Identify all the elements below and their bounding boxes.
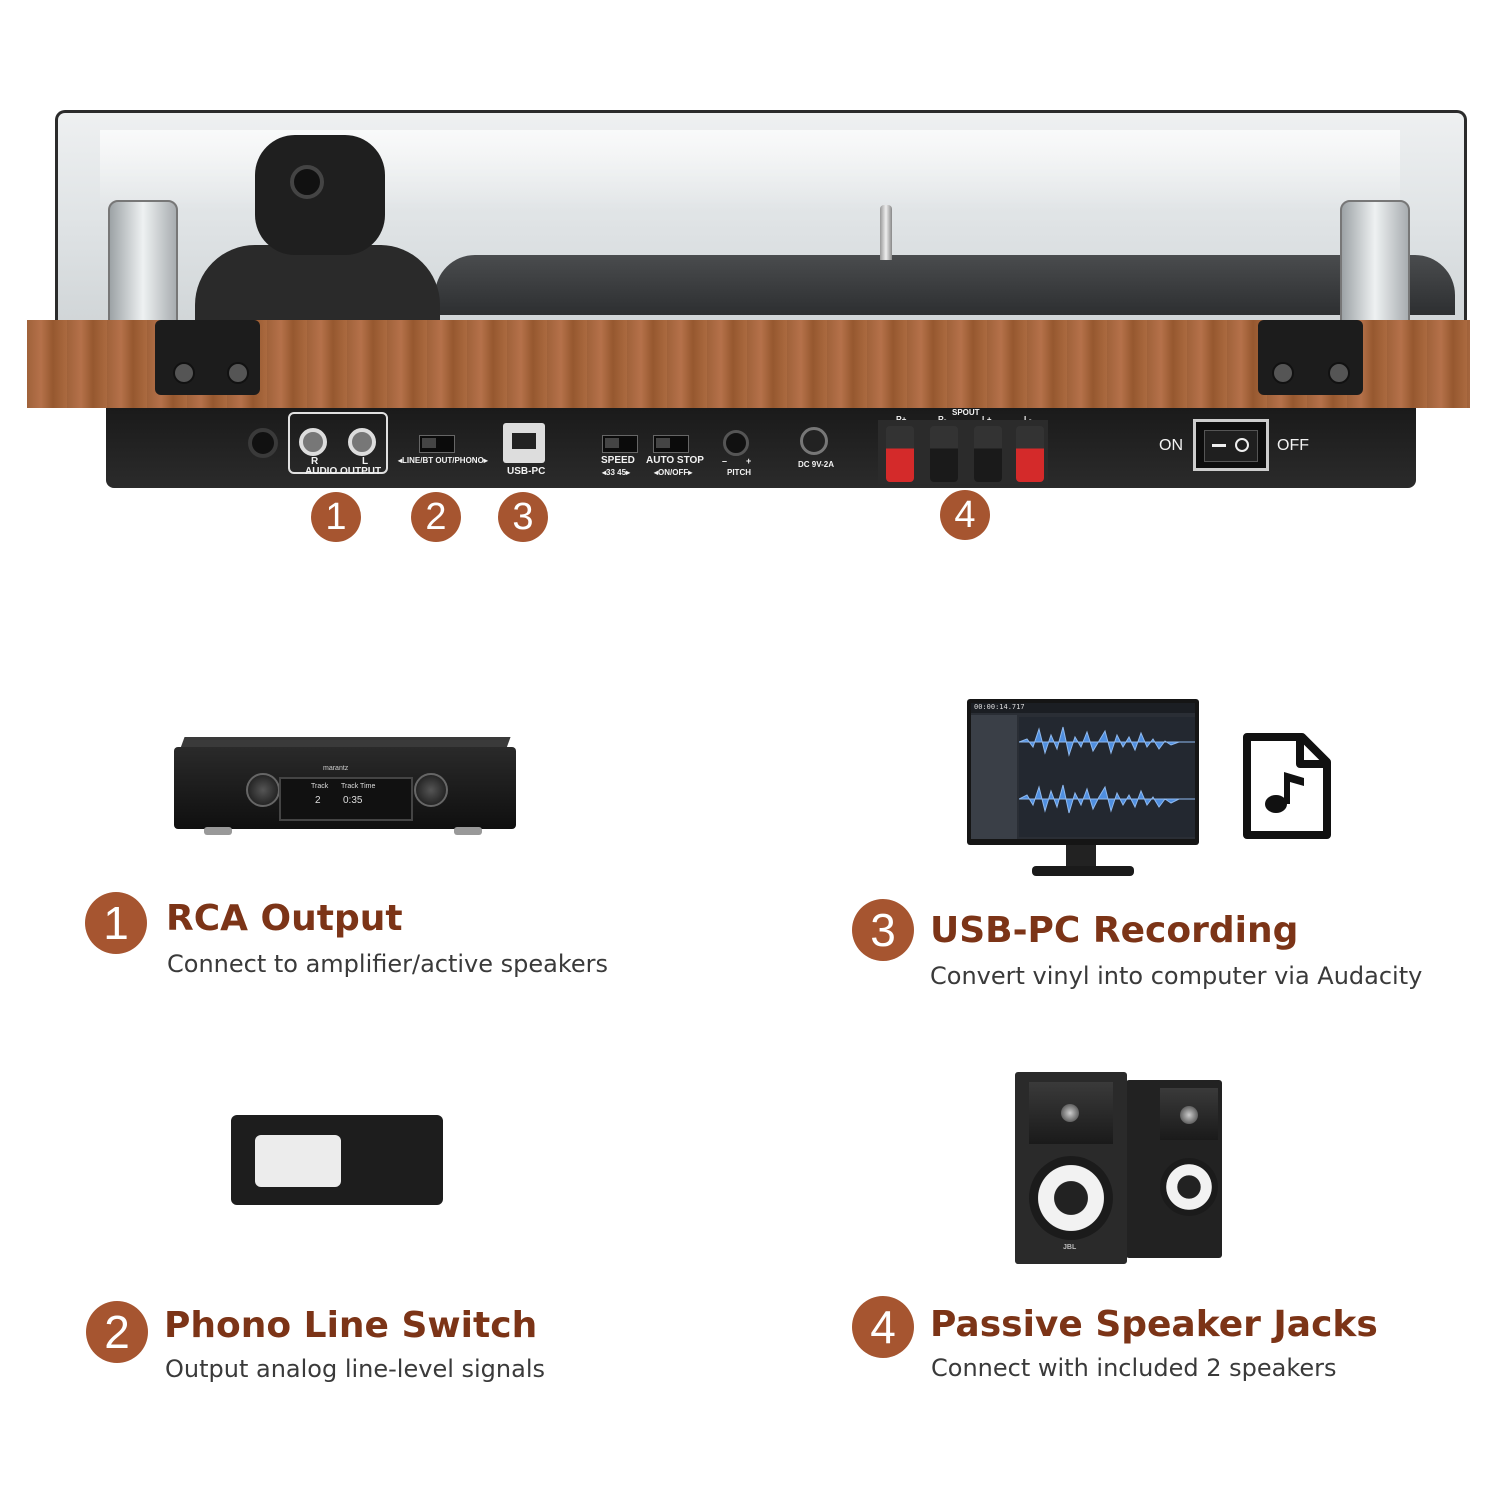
tonearm-base: [195, 245, 440, 325]
feature-4-description: Connect with included 2 speakers: [931, 1354, 1337, 1382]
audio-output-label: AUDIO OUTPUT: [305, 466, 382, 477]
screw-icon: [173, 362, 195, 384]
hinge-left: [155, 320, 260, 395]
editor-toolbar: [971, 703, 1195, 713]
rca-jack-right[interactable]: [299, 428, 327, 456]
feature-3-number: 3: [852, 899, 914, 961]
usb-pc-label: USB-PC: [507, 466, 546, 477]
computer-monitor-illustration: 00:00:14.717: [967, 699, 1199, 845]
speaker-tweeter: [1061, 1104, 1079, 1122]
callout-marker-3: 3: [498, 492, 548, 542]
terminal-r-minus[interactable]: [930, 426, 958, 482]
terminal-label-l-minus: L-: [1024, 415, 1032, 424]
headphone-jack[interactable]: [248, 428, 278, 458]
dc-input[interactable]: [800, 427, 828, 455]
monitor-stand-base: [1032, 866, 1134, 876]
auto-stop-switch[interactable]: [653, 435, 689, 453]
editor-timecode: 00:00:14.717: [974, 703, 1025, 711]
rca-label-l: L: [362, 456, 369, 467]
power-off-label: OFF: [1277, 437, 1309, 454]
amplifier-time-value: 0:35: [343, 795, 363, 806]
line-phono-label: ◂LINE/BT OUT/PHONO▸: [398, 456, 488, 465]
feature-1-description: Connect to amplifier/active speakers: [167, 950, 609, 978]
audio-output-group: [288, 412, 388, 474]
terminal-l-minus[interactable]: [1016, 426, 1044, 482]
dc-label: DC 9V-2A: [798, 460, 835, 469]
audio-editor-screen: 00:00:14.717: [971, 703, 1195, 839]
switch-slider: [255, 1135, 341, 1187]
amplifier-display: marantz Track 2 Track Time 0:35: [279, 765, 413, 821]
pitch-label: PITCH: [727, 468, 751, 477]
turntable-rear-view: R L AUDIO OUTPUT ◂LINE/BT OUT/PHONO▸ USB…: [0, 0, 1497, 560]
amplifier-track-label: Track: [311, 783, 329, 790]
feature-2-title: Phono Line Switch: [164, 1305, 538, 1346]
feature-3-description: Convert vinyl into computer via Audacity: [930, 962, 1423, 990]
speaker-brand: JBL: [1063, 1244, 1077, 1251]
hinge-right: [1258, 320, 1363, 395]
music-file-icon: [1243, 733, 1331, 839]
amplifier-track-value: 2: [315, 795, 321, 806]
rca-label-r: R: [311, 456, 319, 467]
speaker-woofer: [1160, 1158, 1218, 1216]
terminal-label-l-plus: L+: [982, 415, 992, 424]
pitch-knob[interactable]: [723, 430, 749, 456]
amplifier-illustration: marantz Track 2 Track Time 0:35: [174, 737, 516, 837]
usb-port[interactable]: [503, 423, 545, 463]
waveform-display: [1019, 717, 1195, 837]
speed-values: ◂33 45▸: [602, 468, 631, 477]
speaker-terminals: [878, 420, 1048, 484]
feature-1-title: RCA Output: [166, 898, 403, 939]
screw-icon: [1328, 362, 1350, 384]
amplifier-foot: [454, 827, 482, 835]
tonearm-knob: [290, 165, 324, 199]
line-phono-switch[interactable]: [419, 435, 455, 453]
speed-switch[interactable]: [602, 435, 638, 453]
terminal-label-r-plus: R+: [896, 415, 906, 424]
feature-1-number: 1: [85, 892, 147, 954]
power-off-mark-icon: [1235, 438, 1249, 452]
power-on-label: ON: [1159, 437, 1183, 454]
terminal-r-plus[interactable]: [886, 426, 914, 482]
hinge-pillar-left: [108, 200, 178, 330]
speaker-right: [1126, 1080, 1222, 1258]
terminal-label-r-minus: R-: [938, 415, 946, 424]
rca-jack-left[interactable]: [348, 428, 376, 456]
feature-3-title: USB-PC Recording: [930, 910, 1299, 951]
screw-icon: [227, 362, 249, 384]
amplifier-knob-right: [414, 773, 448, 807]
screw-icon: [1272, 362, 1294, 384]
spindle: [880, 205, 892, 260]
monitor-stand-neck: [1066, 845, 1096, 867]
feature-2-description: Output analog line-level signals: [165, 1355, 546, 1383]
pitch-plus: +: [746, 456, 752, 466]
speed-label: SPEED: [601, 455, 635, 466]
amplifier-brand: marantz: [323, 765, 349, 772]
terminal-l-plus[interactable]: [974, 426, 1002, 482]
callout-marker-1: 1: [311, 492, 361, 542]
hinge-pillar-right: [1340, 200, 1410, 330]
platter: [435, 255, 1455, 315]
spout-label: SPOUT: [952, 408, 980, 417]
feature-4-number: 4: [852, 1296, 914, 1358]
power-rocker: [1204, 430, 1258, 462]
feature-4-title: Passive Speaker Jacks: [930, 1304, 1378, 1345]
speaker-tweeter: [1180, 1106, 1198, 1124]
callout-marker-2: 2: [411, 492, 461, 542]
wood-plinth: [27, 320, 1470, 408]
amplifier-foot: [204, 827, 232, 835]
amplifier-knob-left: [246, 773, 280, 807]
editor-side-panel: [971, 715, 1017, 839]
power-switch[interactable]: [1193, 419, 1269, 471]
speaker-woofer: [1029, 1156, 1113, 1240]
auto-stop-label: AUTO STOP: [646, 455, 704, 466]
amplifier-time-label: Track Time: [341, 783, 376, 790]
speaker-left: JBL: [1015, 1072, 1127, 1264]
auto-stop-values: ◂ON/OFF▸: [654, 468, 693, 477]
power-on-mark-icon: [1212, 444, 1226, 447]
feature-2-number: 2: [86, 1301, 148, 1363]
callout-marker-4: 4: [940, 490, 990, 540]
switch-illustration: [231, 1115, 443, 1205]
tonearm-counterweight: [255, 135, 385, 255]
pitch-minus: –: [722, 456, 728, 466]
